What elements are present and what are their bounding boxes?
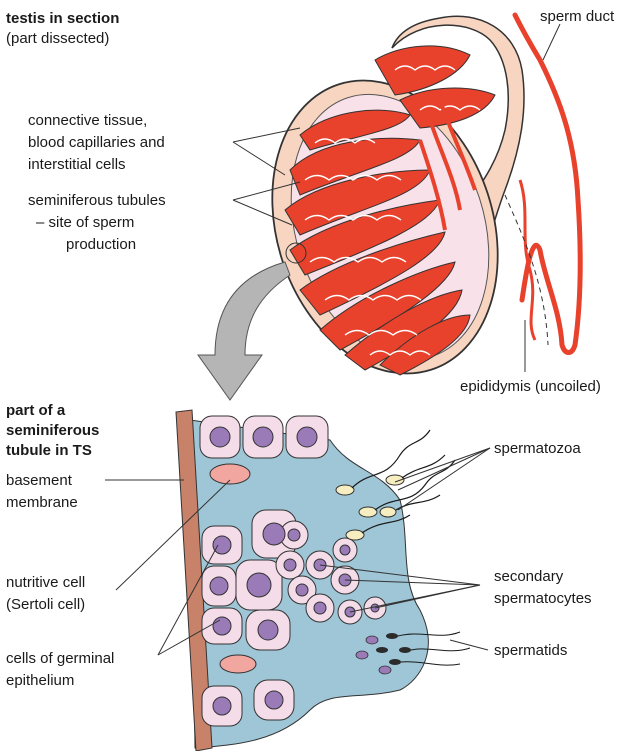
section-title-3: tubule in TS [6, 442, 92, 460]
label-epididymis: epididymis (uncoiled) [460, 378, 601, 396]
label-sperm-duct: sperm duct [540, 8, 614, 26]
label-connective-2: blood capillaries and [28, 134, 165, 152]
label-connective-1: connective tissue, [28, 112, 147, 130]
label-spermatids: spermatids [494, 642, 567, 660]
label-nutritive-1: nutritive cell [6, 574, 85, 592]
label-tubules-2: – site of sperm [36, 214, 134, 232]
label-tubules-1: seminiferous tubules [28, 192, 166, 210]
testis-subtitle: (part dissected) [6, 30, 109, 48]
label-germinal-1: cells of germinal [6, 650, 114, 668]
label-basement-1: basement [6, 472, 72, 490]
testis-title: testis in section [6, 10, 119, 28]
label-secondary-2: spermatocytes [494, 590, 592, 608]
label-nutritive-2: (Sertoli cell) [6, 596, 85, 614]
label-connective-3: interstitial cells [28, 156, 126, 174]
label-basement-2: membrane [6, 494, 78, 512]
section-title-1: part of a [6, 402, 65, 420]
label-secondary-1: secondary [494, 568, 563, 586]
label-tubules-3: production [66, 236, 136, 254]
label-germinal-2: epithelium [6, 672, 74, 690]
section-title-2: seminiferous [6, 422, 99, 440]
label-spermatozoa: spermatozoa [494, 440, 581, 458]
